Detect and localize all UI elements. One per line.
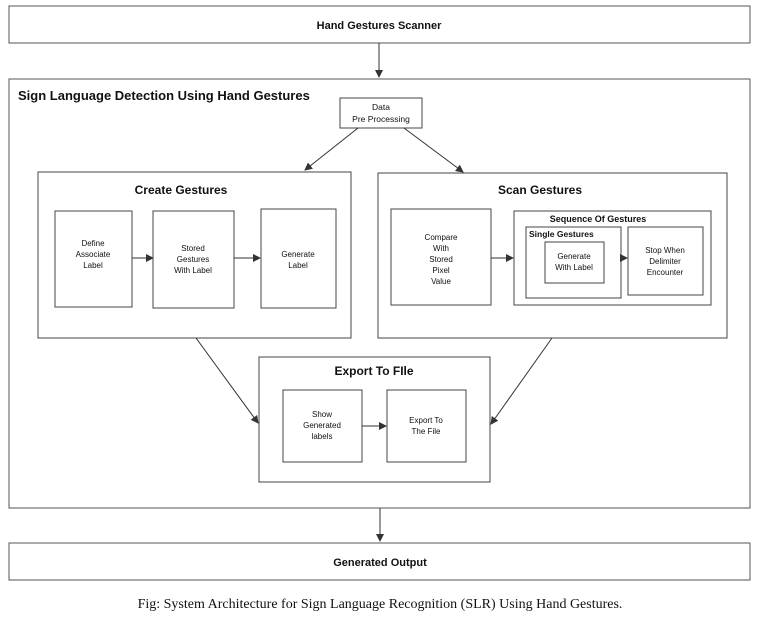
stop-line-1: Stop When [645,246,685,255]
generate-line-2: Label [288,261,308,270]
define-line-2: Associate [76,250,111,259]
compare-line-1: Compare [425,233,458,242]
scan-generate-line-2: With Label [555,263,593,272]
define-associate-label-box: Define Associate Label [54,210,133,308]
show-line-1: Show [312,410,332,419]
export-title: Export To FIle [334,364,413,378]
generate-line-1: Generate [281,250,315,259]
export-file-line-2: The File [412,427,441,436]
stored-gestures-box: Stored Gestures With Label [152,210,235,309]
define-line-3: Label [83,261,103,270]
stop-line-3: Encounter [647,268,684,277]
export-file-line-1: Export To [409,416,443,425]
export-to-the-file-box: Export To The File [386,389,467,463]
generated-output-label: Generated Output [333,557,427,569]
stored-line-2: Gestures [177,255,209,264]
arrow-create-to-export [195,337,259,424]
data-preprocessing-box: Data Pre Processing [339,97,423,129]
generated-output-box: Generated Output [8,542,751,581]
figure-caption: Fig: System Architecture for Sign Langua… [137,597,623,612]
arrow-preprocess-to-scan [403,127,464,173]
sign-language-detection-title: Sign Language Detection Using Hand Gestu… [18,88,310,103]
stop-when-delimiter-box: Stop When Delimiter Encounter [627,226,704,296]
define-line-1: Define [81,239,105,248]
sequence-title: Sequence Of Gestures [550,214,647,224]
generate-with-label-box: Generate With Label [544,241,605,284]
stored-line-1: Stored [181,244,205,253]
compare-line-3: Stored [429,255,453,264]
stored-line-3: With Label [174,266,212,275]
compare-line-4: Pixel [432,266,450,275]
create-gestures-title: Create Gestures [135,183,228,197]
single-gestures-title: Single Gestures [529,229,594,239]
stop-line-2: Delimiter [649,257,681,266]
scan-generate-line-1: Generate [557,252,591,261]
hand-gestures-scanner-box: Hand Gestures Scanner [8,5,751,44]
arrow-preprocess-to-create [304,127,359,171]
hand-gestures-scanner-label: Hand Gestures Scanner [317,20,442,32]
scan-gestures-title: Scan Gestures [498,183,582,197]
show-line-2: Generated [303,421,341,430]
arrow-scan-to-export [490,337,553,425]
preprocess-line-1: Data [372,102,390,112]
compare-line-2: With [433,244,449,253]
show-line-3: labels [312,432,333,441]
preprocess-line-2: Pre Processing [352,114,410,124]
generate-label-box: Generate Label [260,208,337,309]
compare-line-5: Value [431,277,451,286]
show-generated-labels-box: Show Generated labels [282,389,363,463]
compare-pixel-box: Compare With Stored Pixel Value [390,208,492,306]
